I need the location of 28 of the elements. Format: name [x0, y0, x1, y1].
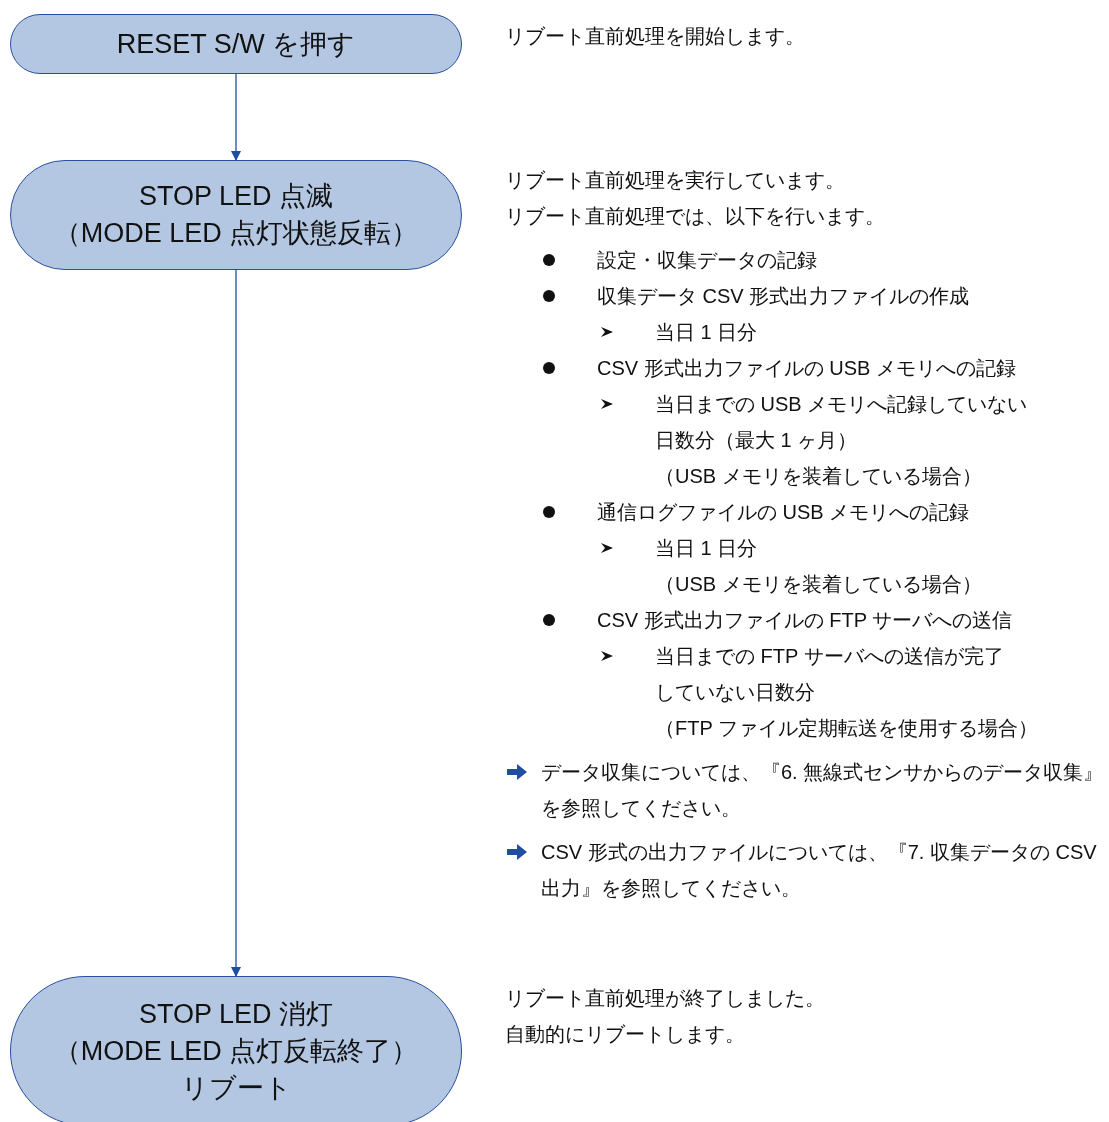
description-text: 当日までの USB メモリへ記録していない日数分（最大 1 ヶ月）: [655, 392, 1029, 453]
description-text: 当日までの FTP サーバへの送信が完了していない日数分: [655, 644, 1005, 705]
description-text: CSV 形式の出力ファイルについては、『7. 収集データの CSV 出力』を参照してください。: [541, 840, 1098, 901]
description-text: 当日 1 日分: [655, 536, 758, 561]
description-text: 設定・収集データの記録: [597, 248, 817, 273]
node-text: （MODE LED 点灯状態反転）: [53, 217, 419, 250]
node-text: リブート: [180, 1071, 292, 1105]
description-text: リブート直前処理を開始します。: [505, 24, 805, 49]
description-text: 収集データ CSV 形式出力ファイルの作成: [597, 284, 970, 309]
description-text: 通信ログファイルの USB メモリへの記録: [597, 500, 970, 525]
start-box: [10, 14, 462, 74]
node-text: （MODE LED 点灯反転終了）: [53, 1034, 419, 1068]
node-text: STOP LED 消灯: [138, 997, 334, 1031]
description-text: 当日 1 日分: [655, 320, 758, 345]
description-text: （USB メモリを装着している場合）: [655, 464, 982, 489]
description-text: CSV 形式出力ファイルの FTP サーバへの送信: [597, 608, 1013, 633]
arrow: [231, 269, 241, 977]
description-text: （USB メモリを装着している場合）: [655, 572, 982, 597]
node-text: RESET S/W を押す: [116, 27, 356, 61]
description-text: リブート直前処理が終了しました。: [505, 986, 825, 1011]
node-text: STOP LED 点滅: [138, 180, 334, 213]
description-text: 自動的にリブートします。: [505, 1022, 745, 1047]
arrow: [231, 73, 241, 161]
description-text: （FTP ファイル定期転送を使用する場合）: [655, 716, 1038, 741]
description-text: リブート直前処理を実行しています。: [505, 168, 845, 193]
description-text: CSV 形式出力ファイルの USB メモリへの記録: [597, 356, 1016, 381]
description-text: リブート直前処理では、以下を行います。: [505, 204, 885, 229]
description-text: データ収集については、『6. 無線式センサからのデータ収集』を参照してください。: [541, 760, 1105, 821]
